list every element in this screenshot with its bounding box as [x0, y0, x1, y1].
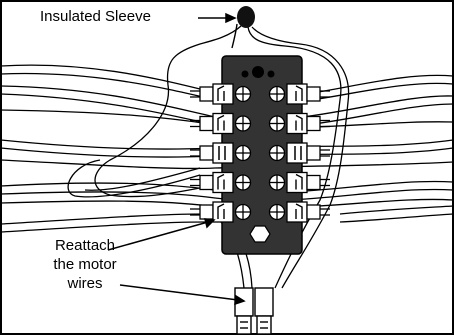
- terminal-screws: [234, 85, 286, 221]
- connector-left-3: [190, 142, 234, 164]
- spade-connectors: [190, 83, 330, 223]
- connector-left-4: [190, 171, 234, 194]
- connector-left-5: [190, 201, 234, 223]
- connector-right-2: [286, 112, 330, 135]
- reattach-motor-wires-label: Reattach the motor wires: [30, 236, 140, 293]
- connector-left-2: [190, 112, 234, 135]
- screw-left-5: [234, 203, 252, 221]
- connector-right-1: [286, 83, 330, 105]
- connector-right-3: [286, 142, 330, 164]
- label-line-1: Reattach: [54, 237, 116, 254]
- wire-harness: [0, 64, 454, 233]
- screw-right-3: [268, 144, 286, 162]
- screw-right-5: [268, 203, 286, 221]
- connector-left-1: [190, 83, 234, 105]
- screw-left-4: [234, 174, 252, 191]
- label-line-3: wires: [67, 275, 103, 292]
- label-line-2: the motor: [53, 256, 117, 273]
- motor-wire-plugs: [234, 287, 274, 335]
- screw-right-2: [268, 115, 286, 132]
- screw-right-1: [268, 85, 286, 103]
- insulated-sleeve: [231, 6, 255, 49]
- screw-left-1: [234, 85, 252, 103]
- screw-right-4: [268, 174, 286, 191]
- connector-right-5: [286, 201, 330, 223]
- connector-right-4: [286, 171, 330, 194]
- insulated-sleeve-label: Insulated Sleeve: [40, 8, 151, 25]
- screw-left-2: [234, 115, 252, 132]
- leader-arrows: [107, 12, 246, 306]
- screw-left-3: [234, 144, 252, 162]
